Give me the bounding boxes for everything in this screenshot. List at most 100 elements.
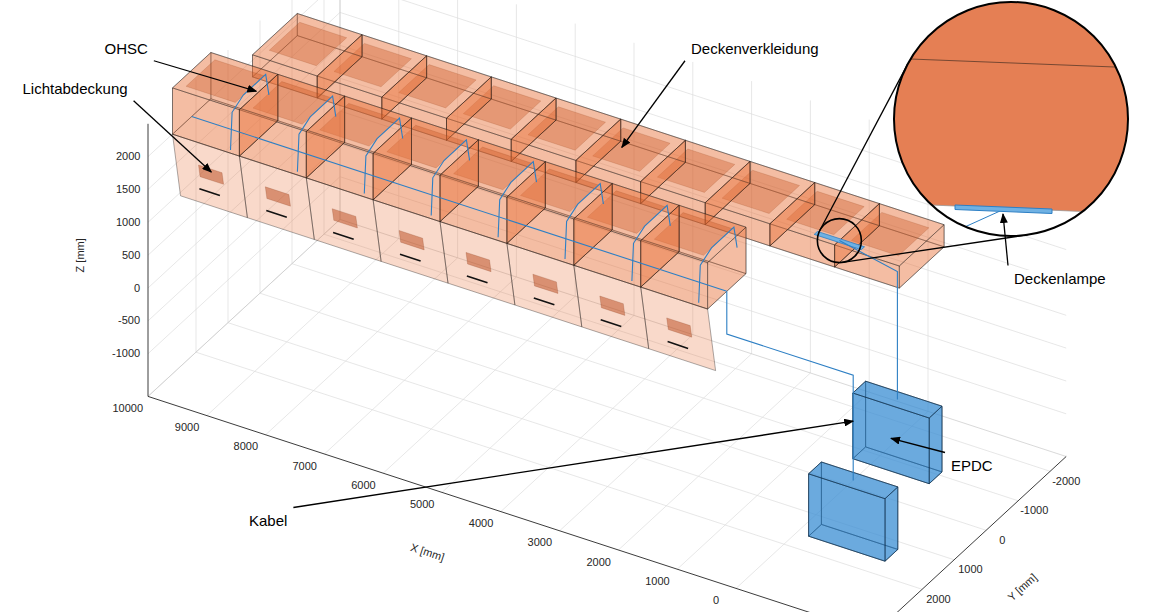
grid-line: [618, 373, 810, 550]
tick-label: 2000: [586, 556, 610, 569]
light-cover: [440, 222, 515, 305]
tick-label: 5000: [410, 498, 434, 511]
leader-lines: [134, 61, 1008, 508]
cover-patch: [265, 187, 290, 206]
cable-arch: [565, 184, 603, 260]
tick-label: 0: [713, 594, 719, 607]
cable-arch: [699, 227, 737, 303]
zoom-cable: [925, 211, 1000, 245]
grid-line: [292, 264, 1018, 501]
light-cover: [306, 178, 381, 262]
cover-patch: [199, 165, 224, 184]
y-axis-line: [874, 457, 1066, 612]
box-face: [173, 53, 278, 110]
box-face: [929, 406, 942, 484]
leader-line: [134, 101, 212, 172]
zoom-detail: [817, 0, 1149, 263]
box-face: [253, 14, 363, 77]
cables: [192, 74, 898, 480]
cable-arch: [364, 118, 402, 194]
tick-label: 1500: [116, 183, 140, 196]
tick-label: 1000: [958, 563, 982, 576]
tick-label: 1000: [645, 575, 669, 588]
axis-title: Y [mm]: [1005, 571, 1039, 604]
cable-run: [727, 291, 853, 480]
cable-run: [192, 117, 727, 292]
x-axis-line: [148, 396, 874, 612]
tick-label: 1000: [116, 216, 140, 229]
cover-patch: [399, 231, 424, 250]
tick-label: 6000: [351, 479, 375, 492]
epdc-group: [809, 381, 942, 561]
cable-run: [839, 241, 897, 400]
light-cover: [574, 265, 649, 348]
callout-label: OHSC: [103, 40, 150, 57]
cable-arch: [431, 140, 469, 216]
zoom-circle: [894, 2, 1128, 236]
tick-label: -2000: [1052, 475, 1080, 488]
zoom-panel: [885, 0, 1140, 214]
tick-label: 500: [122, 249, 140, 262]
cover-patch: [332, 209, 357, 228]
cover-patch: [600, 296, 625, 315]
grid-line: [266, 258, 458, 435]
light-cover: [507, 243, 582, 327]
grid-line: [442, 315, 634, 492]
callout-label: EPDC: [949, 457, 995, 474]
cover-dash: [534, 298, 555, 305]
leader-line: [293, 421, 853, 507]
leader-line: [1003, 214, 1008, 266]
zoom-tangent: [820, 64, 908, 230]
leader-line: [154, 61, 257, 92]
cover-dash: [601, 320, 622, 327]
tick-label: 0: [134, 282, 140, 295]
callout-label: Deckenverkleidung: [689, 40, 821, 57]
leader-line: [622, 61, 685, 148]
tick-label: 4000: [469, 517, 493, 530]
zoom-marker: [817, 219, 861, 263]
zoom-tangent: [843, 235, 1029, 263]
cover-dash: [400, 254, 421, 261]
tick-label: 2000: [926, 593, 950, 606]
tick-label: 10000: [113, 402, 144, 415]
zoom-edge: [885, 58, 1140, 68]
leader-line: [891, 438, 945, 452]
grid-line: [324, 277, 516, 454]
panel-inset: [269, 22, 346, 65]
cover-patch: [533, 274, 558, 293]
cover-dash: [668, 342, 689, 349]
zoom-content: [880, 0, 1149, 245]
cable-arch: [498, 162, 536, 238]
tick-label: -1000: [112, 347, 140, 360]
tick-label: 0: [999, 534, 1005, 547]
light-cover: [239, 156, 314, 239]
z-axis-line: [148, 124, 149, 397]
callout-label: Deckenlampe: [1012, 270, 1108, 287]
bin-row: [173, 53, 747, 371]
axis-title: Z [mm]: [74, 238, 87, 272]
cable-arch: [297, 96, 335, 172]
cover-patch: [466, 252, 491, 271]
zoom-edge: [885, 203, 1140, 214]
cover-dash: [333, 232, 354, 239]
grid-line: [196, 352, 922, 589]
grid-line: [501, 335, 693, 512]
grid-line: [207, 239, 399, 416]
callout-label: Kabel: [247, 512, 289, 529]
cover-dash: [467, 276, 488, 283]
axis-title: X [mm]: [409, 541, 446, 564]
tick-label: 2000: [116, 150, 140, 163]
ceiling-lamp: [814, 231, 864, 249]
grid-line: [560, 354, 752, 531]
light-cover: [641, 287, 716, 371]
cover-dash: [266, 211, 287, 218]
cover-dash: [199, 189, 220, 196]
tick-label: -500: [118, 314, 140, 327]
tick-label: 9000: [175, 421, 199, 434]
box-face: [885, 487, 898, 561]
ceiling-row: [253, 14, 945, 289]
cable-arch: [632, 205, 670, 281]
grid-line: [383, 296, 575, 473]
